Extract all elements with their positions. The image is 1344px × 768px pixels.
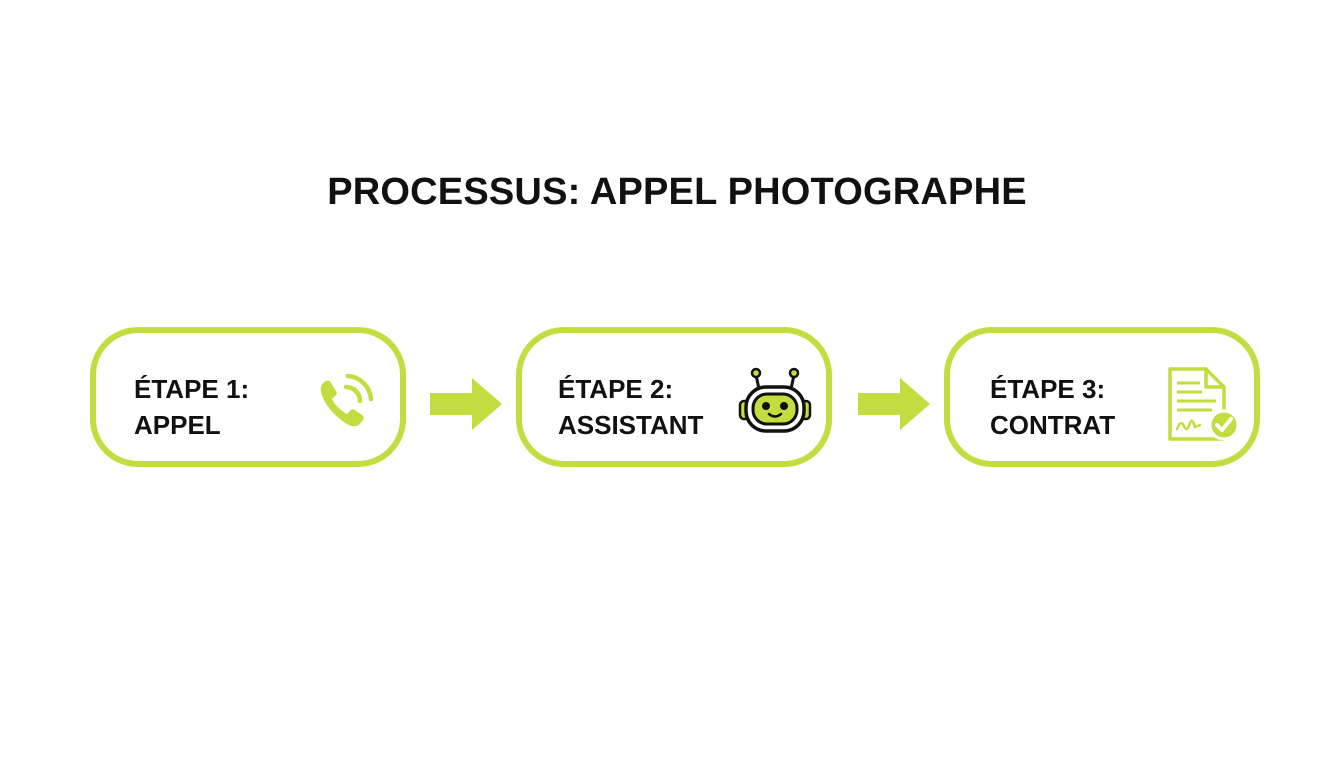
right-arrow-icon (430, 378, 502, 430)
step-1-number: ÉTAPE 1: (134, 374, 250, 404)
robot-icon (738, 367, 812, 433)
step-2-title: ASSISTANT (558, 410, 704, 440)
step-1-title: APPEL (134, 410, 221, 440)
step-3-label: ÉTAPE 3: CONTRAT (990, 371, 1115, 443)
phone-ringing-icon (320, 373, 374, 427)
step-3-title: CONTRAT (990, 410, 1116, 440)
right-arrow-icon (858, 378, 930, 430)
step-2-card: ÉTAPE 2: ASSISTANT (516, 327, 832, 467)
step-1-label: ÉTAPE 1: APPEL (134, 371, 249, 443)
step-3-card: ÉTAPE 3: CONTRAT (944, 327, 1260, 467)
step-3-number: ÉTAPE 3: (990, 374, 1106, 404)
signed-contract-icon (1168, 367, 1240, 441)
step-1-card: ÉTAPE 1: APPEL (90, 327, 406, 467)
step-2-label: ÉTAPE 2: ASSISTANT (558, 371, 703, 443)
step-2-number: ÉTAPE 2: (558, 374, 674, 404)
page-title: PROCESSUS: APPEL PHOTOGRAPHE (327, 171, 1027, 213)
